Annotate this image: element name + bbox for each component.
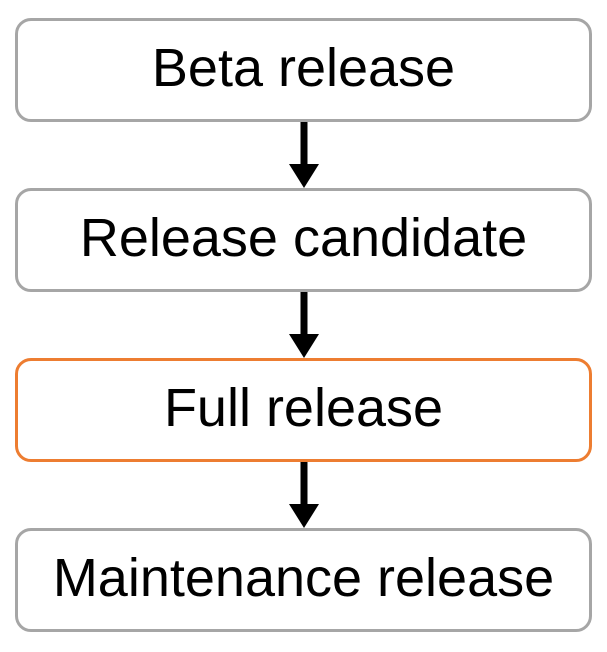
node-release-candidate: Release candidate	[15, 188, 592, 292]
node-label-release-candidate: Release candidate	[79, 208, 528, 268]
down-arrow-icon	[288, 462, 319, 528]
down-arrow-icon	[288, 292, 319, 358]
node-beta-release: Beta release	[15, 18, 592, 122]
down-arrow-icon	[288, 122, 319, 188]
node-maintenance-release: Maintenance release	[15, 528, 592, 632]
node-label-beta-release: Beta release	[151, 38, 456, 98]
node-label-maintenance-release: Maintenance release	[52, 548, 555, 608]
node-label-full-release: Full release	[163, 378, 444, 438]
node-full-release: Full release	[15, 358, 592, 462]
